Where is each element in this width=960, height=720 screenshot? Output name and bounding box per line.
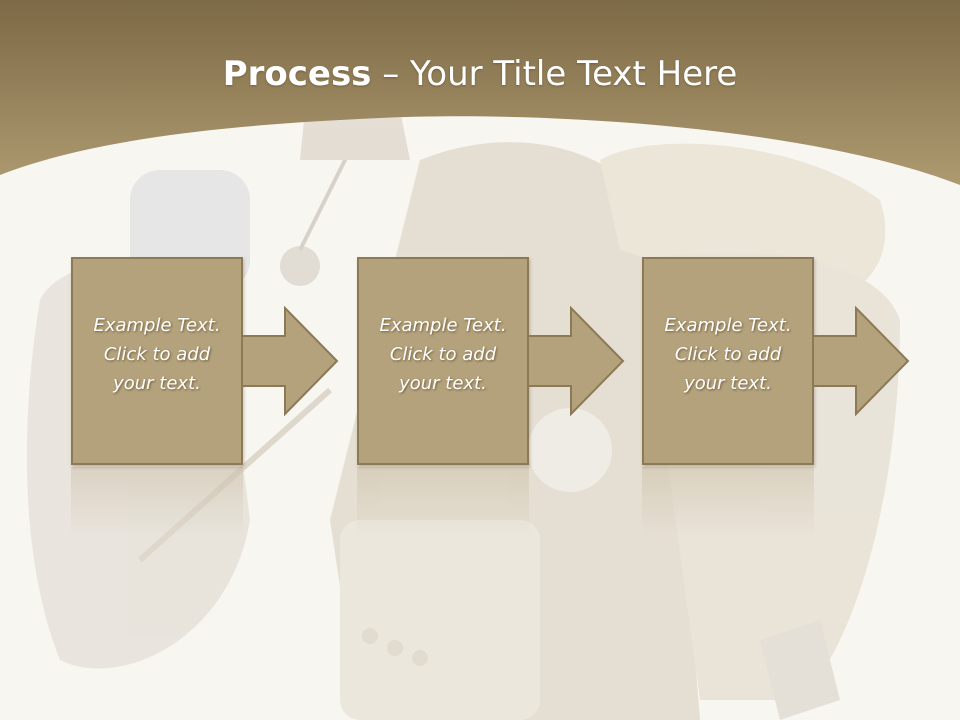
step-2-reflection: [357, 467, 529, 537]
step-1-box[interactable]: Example Text. Click to add your text.: [71, 257, 243, 465]
step-3-reflection: [642, 467, 814, 537]
step-2-arrow[interactable]: [527, 306, 625, 416]
title-bold: Process: [222, 54, 372, 94]
step-2-text[interactable]: Example Text. Click to add your text.: [379, 315, 507, 394]
step-3-arrow[interactable]: [812, 306, 910, 416]
step-3-text[interactable]: Example Text. Click to add your text.: [664, 315, 792, 394]
title-rest: – Your Title Text Here: [371, 54, 738, 94]
step-2-box[interactable]: Example Text. Click to add your text.: [357, 257, 529, 465]
step-1-arrow[interactable]: [241, 306, 339, 416]
step-3-box[interactable]: Example Text. Click to add your text.: [642, 257, 814, 465]
step-1-reflection: [71, 467, 243, 537]
header-band: [0, 0, 960, 185]
slide-title[interactable]: Process – Your Title Text Here: [0, 52, 960, 96]
step-1-text[interactable]: Example Text. Click to add your text.: [93, 315, 221, 394]
